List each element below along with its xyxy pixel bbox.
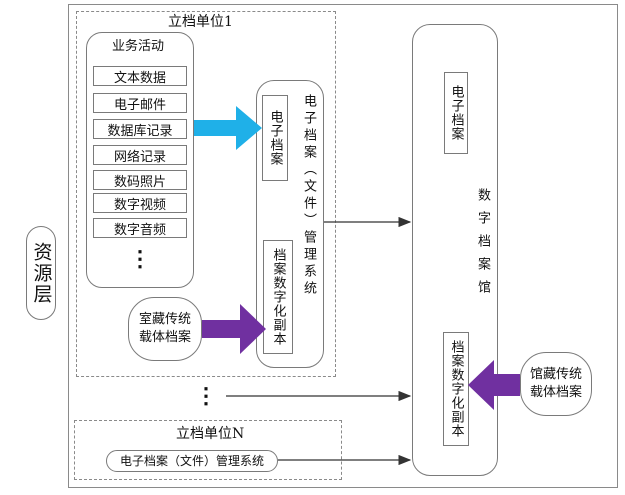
digital-archive-hall-title: 数字档案馆 [475,188,490,303]
unit1-e-archive-box: 电子档案 [262,95,288,181]
business-item-label: 网络记录 [113,149,166,165]
hall-e-archive-box: 电子档案 [444,72,468,154]
unitN-title: 立档单位N [176,426,245,442]
hall-digitized-copy-label: 档案数字化副本 [448,340,464,438]
outer-frame [68,4,618,488]
business-item: 数字音频 [93,218,187,238]
hall-traditional-archives-box: 馆藏传统载体档案 [520,352,592,416]
business-item-label: 数码照片 [113,174,166,190]
unit1-region [76,11,336,377]
business-item: 网络记录 [93,145,187,165]
resource-layer-label: 资源层 [26,226,56,320]
cyan-block-arrow [194,106,262,150]
hall-traditional-archives-label: 馆藏传统载体档案 [529,366,582,400]
business-item: 文本数据 [93,66,187,86]
units-ellipsis: ⋮ [195,383,217,409]
business-item: 数码照片 [93,170,187,190]
hall-e-archive-label: 电子档案 [448,85,464,141]
business-item: 数字视频 [93,193,187,213]
business-item-label: 数字视频 [113,197,166,213]
business-item: 电子邮件 [93,93,187,113]
unit1-digitized-copy-label: 档案数字化副本 [270,248,286,346]
unitN-region [74,420,342,480]
business-item-label: 电子邮件 [113,97,166,113]
business-more-ellipsis: ⋮ [129,246,151,272]
business-item: 数据库记录 [93,119,187,139]
hall-digitized-copy-box: 档案数字化副本 [443,332,469,446]
business-item-label: 数据库记录 [107,123,173,139]
unit1-traditional-archives-box: 室藏传统载体档案 [128,297,202,361]
purple-block-arrow-unit1 [202,304,266,354]
resource-layer-text: 资源层 [30,241,53,305]
unit1-digitized-copy-box: 档案数字化副本 [263,240,293,354]
business-activities-title: 业务活动 [112,39,165,54]
business-item-label: 文本数据 [113,70,166,86]
purple-block-arrow-hall [468,360,520,410]
business-item-label: 数字音频 [113,222,166,238]
unit1-title: 立档单位1 [168,14,233,30]
unit1-management-system-title: 电子档案（文件）管理系统 [301,94,316,298]
unit1-traditional-archives-label: 室藏传统载体档案 [138,311,191,345]
unitN-management-system-label: 电子档案（文件）管理系统 [119,454,264,468]
unit1-e-archive-label: 电子档案 [267,110,283,166]
unitN-management-system-box: 电子档案（文件）管理系统 [106,450,278,472]
